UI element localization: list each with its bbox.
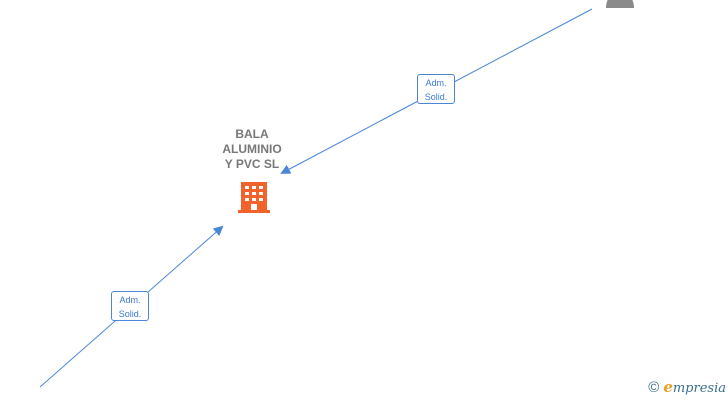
person-icon[interactable] bbox=[606, 0, 634, 8]
company-name-line-2: ALUMINIO bbox=[222, 142, 282, 156]
building-icon[interactable] bbox=[238, 182, 270, 213]
relation-label-role: Adm. bbox=[119, 295, 141, 305]
company-name-line-3: Y PVC SL bbox=[224, 157, 280, 171]
relation-label-top: Adm. Solid. bbox=[417, 74, 455, 104]
relation-label-bottom: Adm. Solid. bbox=[111, 291, 149, 321]
company-name[interactable]: BALA ALUMINIO Y PVC SL bbox=[212, 127, 292, 172]
relation-label-type: Solid. bbox=[424, 92, 448, 102]
relation-label-role: Adm. bbox=[425, 78, 447, 88]
company-name-line-1: BALA bbox=[235, 127, 269, 141]
relation-label-type: Solid. bbox=[118, 309, 142, 319]
copyright-symbol: © bbox=[648, 378, 660, 396]
brand-logo: empresia bbox=[663, 378, 726, 396]
brand-watermark: © empresia bbox=[648, 378, 726, 396]
